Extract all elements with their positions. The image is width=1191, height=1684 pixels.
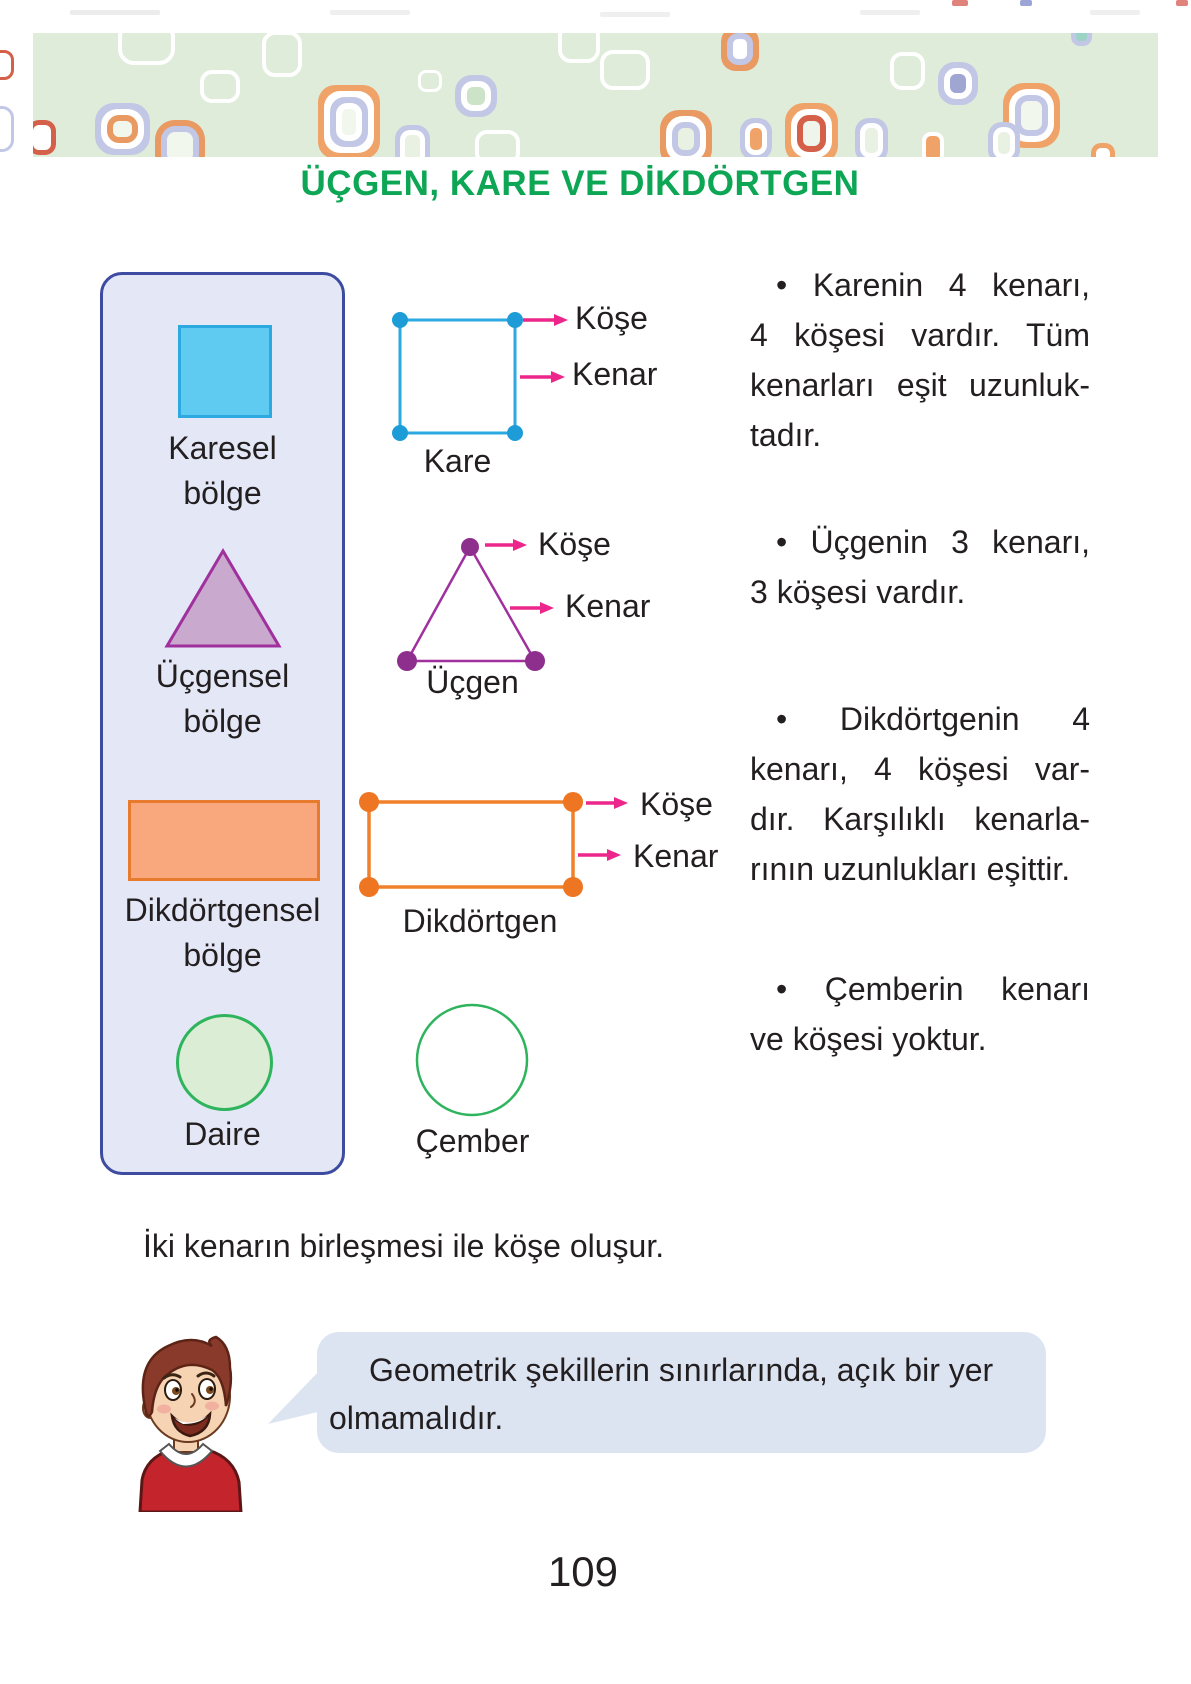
label-karesel-bolge: Karesel bölge [100, 426, 345, 516]
bullet-line: ve köşesi yoktur. [750, 1021, 987, 1057]
bullet-line: dır. Karşılıklı kenarla- [750, 801, 1090, 837]
decor-motif [600, 50, 650, 90]
page-number: 109 [547, 1548, 619, 1595]
rectangle-name: Dikdörtgen [402, 903, 558, 939]
bullet-circle-facts: • Çemberin kenarı ve köşesi yoktur. [750, 964, 1090, 1064]
decor-motif [1021, 101, 1042, 130]
decor-motif [342, 109, 356, 135]
decor-motif [750, 128, 762, 150]
decor-motif [558, 33, 600, 63]
bullet-square-facts: • Karenin 4 kenarı, 4 köşesi vardır. Tüm k… [750, 260, 1090, 460]
panel-label-line: Üçgensel [155, 658, 290, 694]
label-ucgensel-bolge: Üçgensel bölge [100, 654, 345, 744]
decor-motif [405, 135, 420, 157]
decor-motif [733, 39, 747, 59]
decor-motif [262, 33, 302, 77]
rectangle-corner-label: Köşe [640, 786, 713, 822]
page-title: ÜÇGEN, KARE VE DİKDÖRTGEN [300, 164, 860, 203]
triangle-outline-diagram [397, 538, 554, 671]
square-name: Kare [423, 443, 492, 479]
speech-bubble-tail [268, 1368, 326, 1424]
filled-circle-shape [176, 1014, 273, 1111]
square-edge-label: Kenar [572, 356, 658, 392]
square-corner-label: Köşe [575, 300, 648, 336]
decor-motif [330, 10, 410, 15]
decor-motif [467, 87, 485, 105]
decor-motif [678, 128, 694, 150]
rectangle-outline-diagram [359, 792, 628, 897]
circle-outline-diagram [415, 1003, 529, 1117]
decor-motif [113, 121, 132, 137]
bullet-line: rının uzunlukları eşittir. [750, 851, 1071, 887]
panel-label-line: Daire [184, 1116, 261, 1152]
bullet-line: kenarları eşit uzunluk- [750, 367, 1090, 403]
speech-line-2: olmamalıdır. [329, 1400, 504, 1436]
bullet-line: • Dikdörtgenin 4 [776, 701, 1090, 737]
decor-band [33, 33, 1158, 157]
panel-label-line: Karesel [168, 430, 277, 466]
decor-motif [0, 50, 14, 80]
decor-motif [926, 136, 940, 157]
decor-motif [418, 70, 442, 92]
boy-character-illustration [138, 1335, 243, 1512]
decor-motif [860, 10, 920, 15]
decor-motif [1020, 0, 1032, 6]
decor-motif [475, 130, 520, 157]
decor-motif [952, 0, 968, 6]
filled-triangle-shape [164, 548, 282, 648]
decor-motif [0, 106, 14, 152]
bullet-line: 3 köşesi vardır. [750, 574, 966, 610]
decor-motif [1176, 0, 1188, 6]
decor-motif [865, 128, 878, 153]
corner-note: İki kenarın birleşmesi ile köşe oluşur. [143, 1228, 665, 1264]
decor-motif [950, 74, 966, 93]
bullet-line: 4 köşesi vardır. Tüm [750, 317, 1090, 353]
decor-motif [803, 121, 820, 146]
triangle-name: Üçgen [426, 664, 519, 700]
decor-motif [890, 52, 925, 90]
square-outline-diagram [392, 312, 568, 441]
panel-label-line: bölge [183, 475, 262, 511]
bullet-line: kenarı, 4 köşesi var- [750, 751, 1090, 787]
panel-label-line: bölge [183, 703, 262, 739]
bullet-line: • Karenin 4 kenarı, [776, 267, 1090, 303]
speech-line-1: Geometrik şekillerin sınırlarında, açık … [369, 1352, 994, 1388]
decor-motif [70, 10, 160, 15]
filled-square-shape [178, 325, 272, 418]
label-daire: Daire [100, 1112, 345, 1157]
decor-motif [1096, 148, 1110, 157]
circle-name: Çember [415, 1123, 530, 1159]
bullet-triangle-facts: • Üçgenin 3 kenarı, 3 köşesi vardır. [750, 517, 1090, 617]
triangle-corner-label: Köşe [538, 526, 611, 562]
speech-bubble: Geometrik şekillerin sınırlarında, açık … [317, 1332, 1046, 1453]
decor-motif [200, 70, 240, 103]
bullet-line: tadır. [750, 417, 822, 453]
panel-label-line: bölge [183, 937, 262, 973]
bullet-rectangle-facts: • Dikdörtgenin 4 kenarı, 4 köşesi var-dır… [750, 694, 1090, 894]
label-dikdortgensel-bolge: Dikdörtgensel bölge [100, 888, 345, 978]
decor-motif [118, 33, 175, 65]
panel-label-line: Dikdörtgensel [124, 892, 321, 928]
bullet-line: • Üçgenin 3 kenarı, [776, 524, 1090, 560]
decor-motif [998, 132, 1010, 154]
bullet-line: • Çemberin kenarı [776, 971, 1090, 1007]
rectangle-edge-label: Kenar [633, 838, 719, 874]
filled-rectangle-shape [128, 800, 320, 881]
decor-motif [33, 125, 51, 150]
decor-motif [167, 132, 193, 157]
triangle-edge-label: Kenar [565, 588, 651, 624]
decor-motif [600, 12, 670, 17]
decor-motif [1076, 33, 1087, 41]
decor-motif [1090, 10, 1140, 15]
